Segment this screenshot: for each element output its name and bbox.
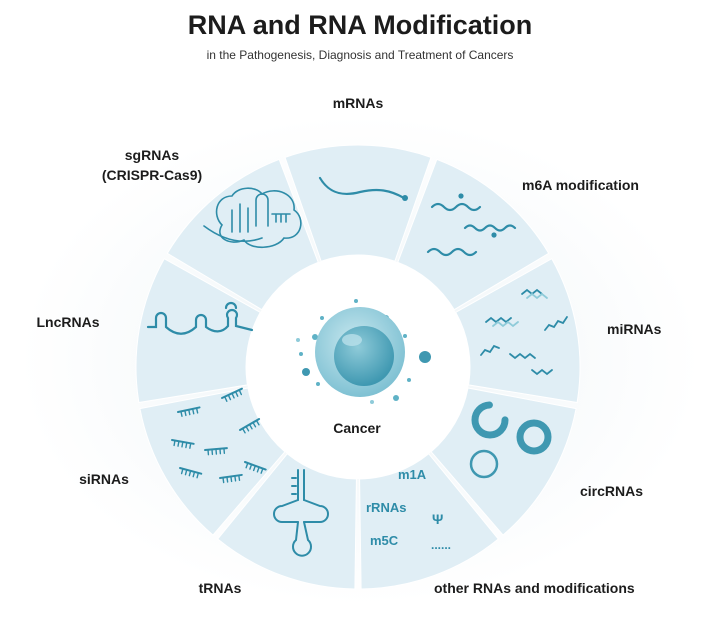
page-title: RNA and RNA Modification: [187, 10, 533, 40]
trna-icon: [273, 469, 329, 557]
sgrna-crispr-icon: [203, 187, 302, 249]
sirna-duplex-icon: [177, 406, 201, 417]
mirna-icon: [480, 288, 568, 376]
other-item-psi: Ψ: [432, 511, 443, 527]
mrna-icon: [318, 176, 408, 201]
sirna-duplex-icon: [221, 387, 243, 402]
other-item-m1a: m1A: [398, 467, 427, 482]
label-mirnas: miRNAs: [607, 321, 662, 337]
page-subtitle: in the Pathogenesis, Diagnosis and Treat…: [206, 48, 514, 62]
other-item-m5c: m5C: [370, 533, 399, 548]
m6a-modification-icon: [426, 193, 517, 257]
label-other-rnas: other RNAs and modifications: [434, 580, 635, 596]
label-trnas: tRNAs: [199, 580, 242, 596]
label-mrnas: mRNAs: [333, 95, 384, 111]
label-sgrnas-crispr: (CRISPR-Cas9): [102, 167, 202, 183]
cancer-cell-icon: [296, 299, 431, 404]
center-label: Cancer: [333, 420, 381, 436]
sirna-duplex-icon: [244, 461, 267, 474]
other-rnas-items: m1A rRNAs Ψ m5C ......: [366, 467, 451, 552]
sirna-duplex-icon: [204, 447, 228, 456]
sirna-icon: [171, 387, 267, 484]
label-lncrnas: LncRNAs: [36, 314, 99, 330]
label-circrnas: circRNAs: [580, 483, 643, 499]
other-item-rrnas: rRNAs: [366, 500, 406, 515]
label-sgrnas: sgRNAs: [125, 147, 180, 163]
sirna-duplex-icon: [239, 418, 261, 434]
lncrna-icon: [146, 301, 254, 335]
label-sirnas: siRNAs: [79, 471, 129, 487]
circrna-icon: [469, 401, 552, 479]
label-m6a-modification: m6A modification: [522, 177, 639, 193]
other-item-ellipsis: ......: [431, 538, 451, 552]
sirna-duplex-icon: [219, 473, 243, 484]
sirna-duplex-icon: [179, 467, 203, 479]
sirna-duplex-icon: [171, 439, 195, 449]
